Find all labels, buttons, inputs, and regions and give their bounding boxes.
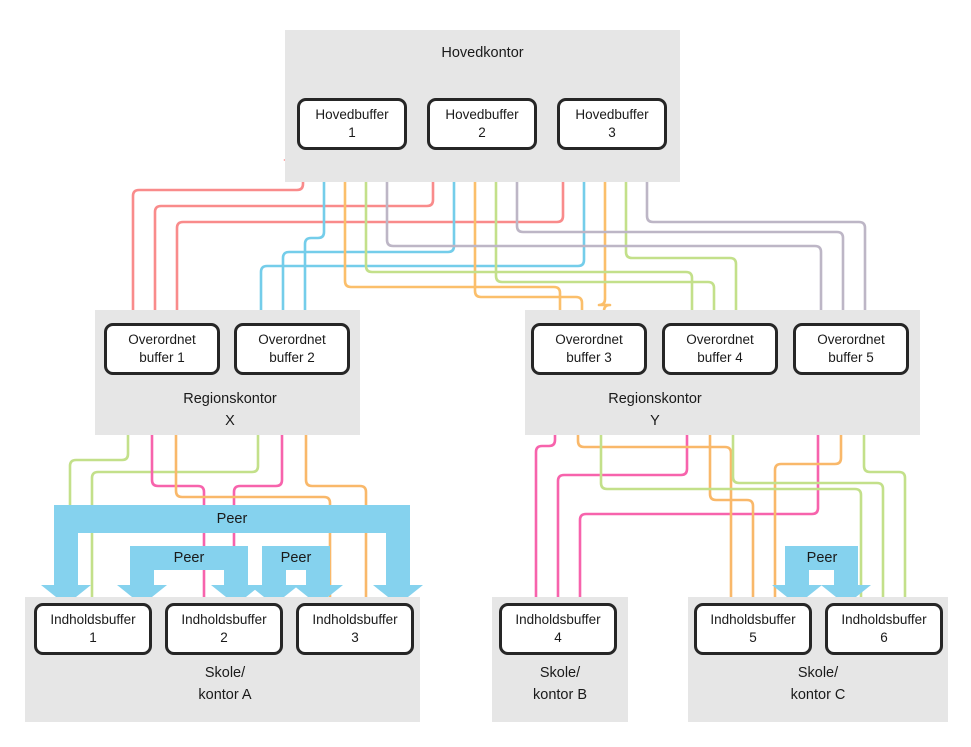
wire-ib2-ob1: [132, 368, 206, 603]
wire-ob2-hb2: [281, 148, 457, 324]
peer-bracket-c: [772, 546, 871, 605]
peer-brackets: [41, 505, 871, 605]
node-hovedbuffer-1[interactable]: Hovedbuffer 1: [297, 98, 407, 150]
wire-ib6-ob5: [844, 368, 907, 603]
node-indholdsbuffer-1[interactable]: Indholdsbuffer 1: [34, 603, 152, 655]
node-overordnet-buffer-3[interactable]: Overordnet buffer 3: [531, 323, 647, 375]
node-indholdsbuffer-3[interactable]: Indholdsbuffer 3: [296, 603, 414, 655]
node-indholdsbuffer-5[interactable]: Indholdsbuffer 5: [694, 603, 812, 655]
node-indholdsbuffer-6[interactable]: Indholdsbuffer 6: [825, 603, 943, 655]
wire-ib6-ob3: [581, 368, 863, 603]
label-skole-kontor-c: Skole/ kontor C: [790, 665, 846, 704]
wire-ib3-ob1: [156, 368, 332, 603]
wire-ob3-hb1: [325, 148, 562, 324]
node-indholdsbuffer-4[interactable]: Indholdsbuffer 4: [499, 603, 617, 655]
peer-label-a-inner-right: Peer: [280, 550, 312, 566]
wire-ib5-ob3: [558, 368, 733, 603]
node-indholdsbuffer-2[interactable]: Indholdsbuffer 2: [165, 603, 283, 655]
wire-ob1-hb1: [131, 148, 306, 324]
wire-ob4-hb2: [476, 148, 716, 324]
label-regionskontor-y: Regionskontor Y: [608, 391, 702, 430]
peer-bracket-a-inner-right: [249, 546, 343, 605]
wire-ib5-ob5: [773, 368, 844, 603]
wire-ob4-hb1: [346, 148, 694, 324]
wire-ib6-ob4: [713, 368, 885, 603]
label-hovedkontor: Hovedkontor: [441, 45, 524, 61]
node-hovedbuffer-2[interactable]: Hovedbuffer 2: [427, 98, 537, 150]
wire-ob5-hb3: [627, 148, 867, 324]
node-hovedbuffer-3[interactable]: Hovedbuffer 3: [557, 98, 667, 150]
wire-ib5-ob4: [690, 368, 755, 603]
node-overordnet-buffer-5[interactable]: Overordnet buffer 5: [793, 323, 909, 375]
wire-ob2-hb3: [259, 148, 587, 324]
wire-ob5-hb2: [497, 148, 845, 324]
node-overordnet-buffer-1[interactable]: Overordnet buffer 1: [104, 323, 220, 375]
wire-ob3-hb3: [585, 148, 612, 324]
wire-ob5-hb1: [367, 148, 823, 324]
wire-ib4-ob5: [578, 368, 821, 603]
wire-ib2-ob2: [232, 368, 285, 603]
wire-ib4-ob4: [556, 368, 690, 603]
wire-ib3-ob2: [286, 368, 368, 603]
wire-ob3-hb2: [455, 148, 584, 324]
peer-bracket-a-outer: [41, 505, 423, 605]
wire-ob2-hb1: [303, 148, 327, 324]
wire-ib4-ob3: [534, 368, 558, 603]
peer-label-c: Peer: [806, 550, 838, 566]
label-skole-kontor-a: Skole/ kontor A: [198, 665, 252, 704]
wire-ib1-ob1: [68, 368, 131, 603]
wire-ob1-hb2: [153, 148, 436, 324]
peer-bracket-a-inner-left: [117, 546, 261, 605]
wire-ob4-hb3: [606, 148, 738, 324]
label-regionskontor-x: Regionskontor X: [183, 391, 277, 430]
label-skole-kontor-b: Skole/ kontor B: [533, 665, 587, 704]
node-overordnet-buffer-4[interactable]: Overordnet buffer 4: [662, 323, 778, 375]
peer-label-a-inner-left: Peer: [173, 550, 205, 566]
peer-label-a-outer: Peer: [216, 511, 248, 527]
wire-ob1-hb3: [175, 148, 566, 324]
node-overordnet-buffer-2[interactable]: Overordnet buffer 2: [234, 323, 350, 375]
